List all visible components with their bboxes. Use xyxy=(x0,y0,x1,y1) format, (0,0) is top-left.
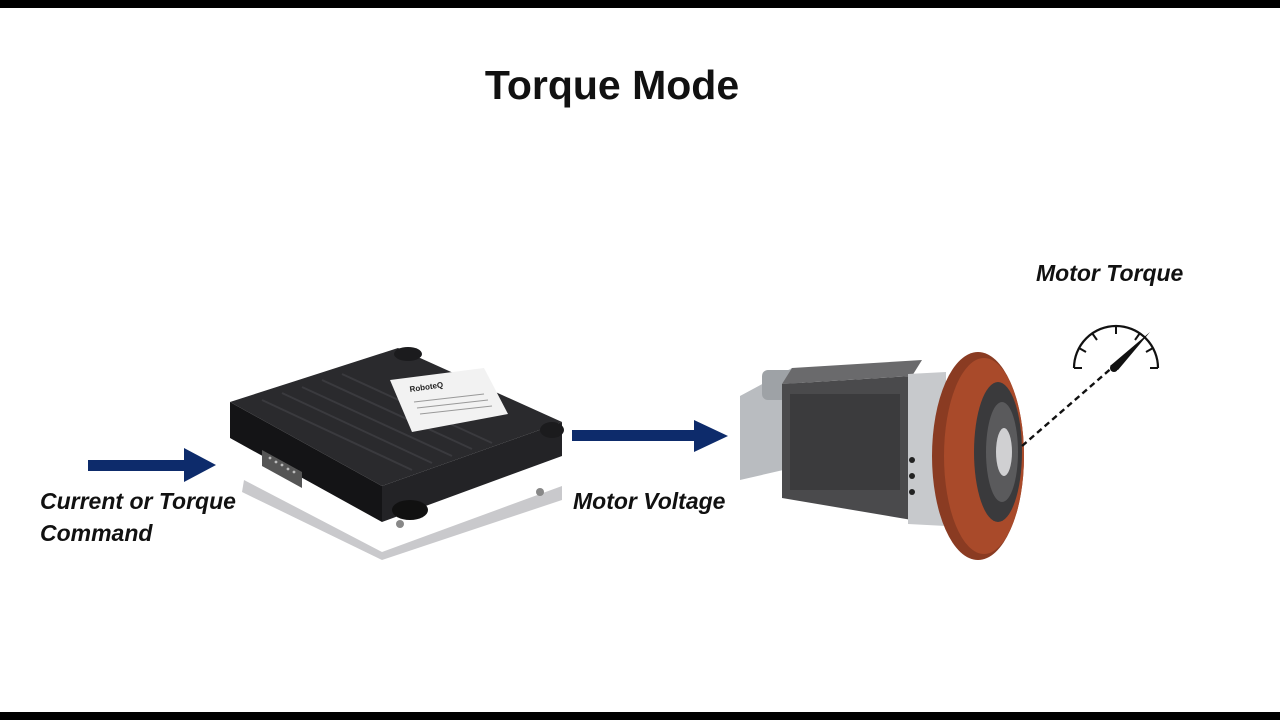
motor-wheel-icon xyxy=(740,352,1024,560)
input-command-label: Current or Torque Command xyxy=(40,485,236,549)
output-arrow-icon xyxy=(572,420,728,452)
motor-controller-icon: RoboteQ xyxy=(230,347,564,560)
input-command-line-2: Command xyxy=(40,520,153,546)
input-command-line-1: Current or Torque xyxy=(40,488,236,514)
input-arrow-icon xyxy=(88,448,216,482)
torque-gauge-icon xyxy=(1072,324,1160,372)
letterbox-top xyxy=(0,0,1280,8)
torque-pointer-line xyxy=(1021,365,1115,447)
slide-title: Torque Mode xyxy=(484,62,740,108)
letterbox-bottom xyxy=(0,712,1280,720)
motor-torque-label: Motor Torque xyxy=(1036,260,1184,286)
motor-voltage-label: Motor Voltage xyxy=(573,488,726,514)
